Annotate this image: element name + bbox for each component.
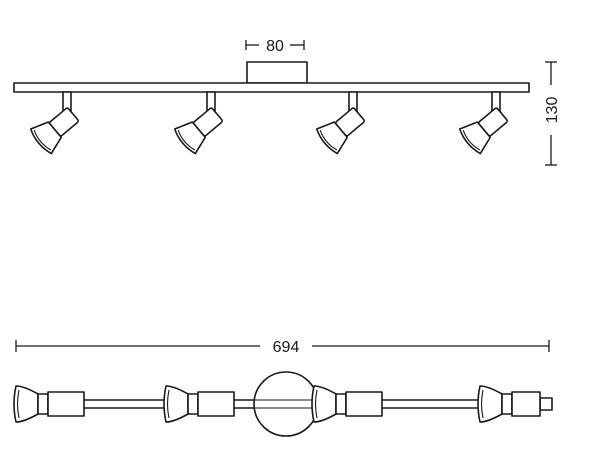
side-view [13, 61, 530, 155]
dimension-height: 130 [544, 61, 561, 166]
side-spot-1 [29, 91, 79, 155]
top-view [13, 371, 553, 437]
side-spot-4 [458, 91, 508, 155]
side-spot-2 [173, 91, 223, 155]
top-spot-3 [311, 385, 383, 423]
dimension-total-length-label: 694 [273, 339, 300, 356]
top-spot-2 [163, 385, 235, 423]
top-spot-4 [477, 385, 541, 423]
dimension-canopy-width-label: 80 [266, 38, 284, 55]
canopy-block [246, 61, 308, 84]
top-end-cap [539, 397, 553, 411]
top-canopy [253, 371, 319, 437]
dimension-total-length: 694 [15, 339, 550, 356]
dimension-canopy-width: 80 [245, 38, 305, 55]
side-spot-3 [315, 91, 365, 155]
mounting-bar [13, 82, 530, 93]
dimension-height-label: 130 [544, 97, 561, 124]
top-spot-1 [13, 385, 85, 423]
